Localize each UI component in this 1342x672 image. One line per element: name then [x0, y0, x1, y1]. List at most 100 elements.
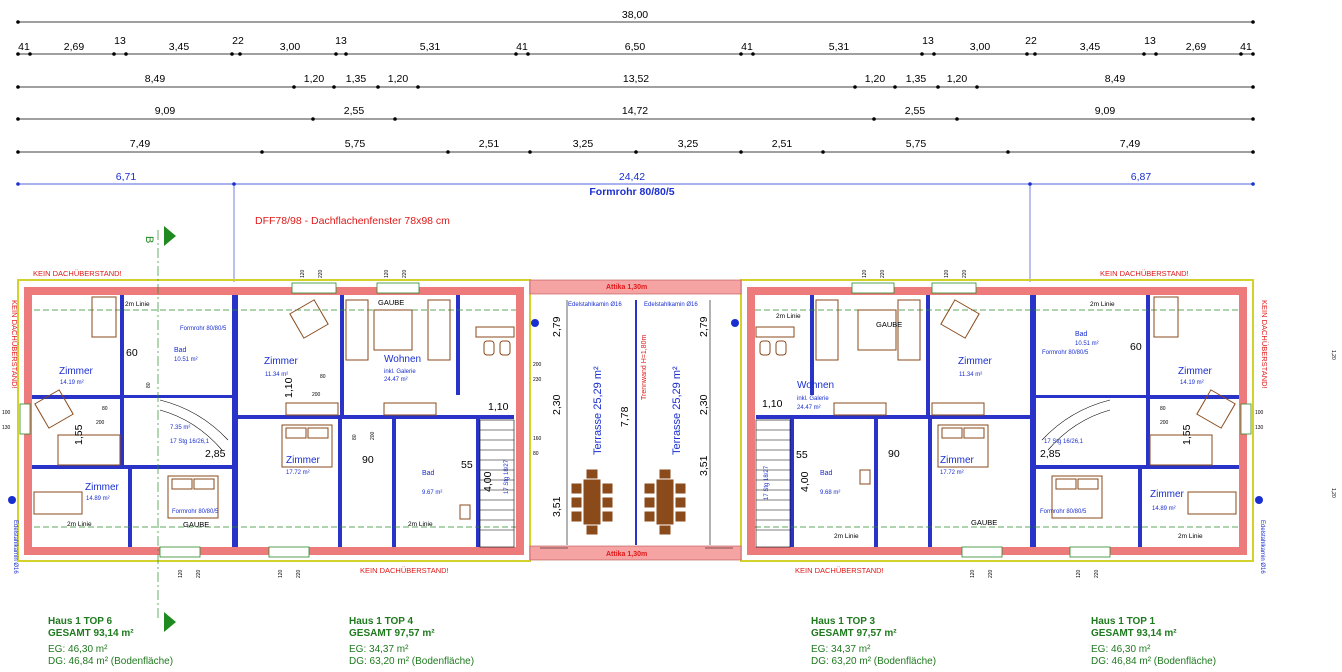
drawing-label: KEIN DACHÜBERSTAND! [1260, 300, 1269, 389]
drawing-label: 2,69 [1186, 41, 1207, 53]
drawing-label: 120 [384, 269, 390, 278]
drawing-label: 24,42 [619, 171, 645, 183]
unit-dg: DG: 46,84 m² (Bodenfläche) [1091, 656, 1217, 667]
terrace-labels: Terrasse 25,29 m² Terrasse 25,29 m² 2,79… [551, 316, 710, 517]
section-markers: B [143, 226, 176, 632]
interior-walls-right [756, 295, 1239, 547]
drawing-label: 55 [796, 449, 808, 461]
drawing-label: 200 [312, 392, 321, 398]
two-meter-lines [34, 230, 1239, 620]
drawing-label: GAUBE [183, 520, 209, 529]
drawing-label: 41 [1240, 41, 1252, 53]
chimney-left-icon [531, 319, 539, 327]
drawing-label: 1,20 [1330, 350, 1336, 360]
drawing-label: 24.47 m² [797, 405, 821, 411]
drawing-label: 2,30 [698, 394, 710, 415]
drawing-label: Zimmer [286, 455, 321, 466]
drawing-label: 17 Stg 16/26,1 [1044, 439, 1084, 445]
drawing-label: KEIN DACHÜBERSTAND! [33, 269, 122, 278]
drawing-label: 6,71 [116, 171, 137, 183]
drawing-label: Zimmer [958, 356, 993, 367]
drawing-label: Zimmer [1150, 489, 1185, 500]
drawing-label: 6,87 [1131, 171, 1152, 183]
drawing-label: 2,69 [64, 41, 85, 53]
drawing-label: 3,00 [280, 41, 301, 53]
drawing-label: 130 [1255, 425, 1264, 431]
drawing-label: 100 [1255, 410, 1264, 416]
drawing-label: 160 [533, 436, 542, 442]
drawing-label: 1,10 [762, 398, 783, 410]
windows [19, 282, 1252, 558]
interior-labels: GAUBE GAUBE GAUBE GAUBE 2m Linie 2m Lini… [67, 298, 1203, 540]
drawing-label: Trennwand H=1,80m [641, 335, 648, 400]
drawing-label: 3,51 [551, 496, 563, 517]
drawing-label: inkl. Galerie [797, 396, 829, 402]
drawing-label: 80 [102, 406, 108, 412]
unit-eg: EG: 34,37 m² [349, 644, 409, 655]
drawing-label: 130 [2, 425, 11, 431]
drawing-label: 2m Linie [834, 533, 859, 540]
drawing-label: 11.34 m² [959, 372, 982, 378]
drawing-label: 13 [114, 35, 126, 47]
drawing-label: 4,00 [482, 471, 494, 492]
drawing-label: inkl. Galerie [384, 369, 416, 375]
drawing-label: GAUBE [876, 320, 902, 329]
drawing-label: 5,31 [829, 41, 850, 53]
drawing-label: 13,52 [623, 73, 649, 85]
drawing-label: 3,00 [970, 41, 991, 53]
drawing-label: Edelstahlkamin Ø16 [644, 302, 698, 308]
unit-title: Haus 1 TOP 3 [811, 616, 876, 627]
drawing-label: 9,09 [155, 105, 176, 117]
drawing-label: 2,30 [551, 394, 563, 415]
drawing-label: 2m Linie [1090, 301, 1115, 308]
unit-total: GESAMT 97,57 m² [811, 628, 897, 639]
unit-eg: EG: 46,30 m² [1091, 644, 1151, 655]
chimney-far-left-icon [8, 496, 16, 504]
section-label-b: B [143, 236, 155, 243]
drawing-label: 90 [888, 448, 900, 460]
drawing-label: 3,51 [698, 455, 710, 476]
building-outlines [17, 279, 1254, 562]
drawing-label: 220 [402, 269, 408, 278]
drawing-label: Wohnen [797, 380, 834, 391]
drawing-label: 100 [2, 410, 11, 416]
drawing-label: 80 [146, 382, 152, 388]
drawing-label: 1,20 [947, 73, 968, 85]
drawing-label: 2m Linie [125, 301, 150, 308]
drawing-label: 17.72 m² [940, 470, 964, 476]
drawing-label: 220 [880, 269, 886, 278]
section-arrow-top [164, 226, 176, 246]
drawing-label: 1,20 [388, 73, 409, 85]
drawing-label: 41 [516, 41, 528, 53]
drawing-label: 24.47 m² [384, 377, 408, 383]
unit-eg: EG: 34,37 m² [811, 644, 871, 655]
drawing-label: 2,51 [479, 138, 500, 150]
drawing-label: 120 [970, 569, 976, 578]
drawing-label: Zimmer [940, 455, 975, 466]
unit-dg: DG: 63,20 m² (Bodenfläche) [349, 656, 475, 667]
drawing-label: KEIN DACHÜBERSTAND! [10, 300, 19, 389]
dimension-ticks [16, 20, 1255, 186]
drawing-label: KEIN DACHÜBERSTAND! [1100, 269, 1189, 278]
drawing-label: 8,49 [1105, 73, 1126, 85]
drawing-label: Bad [820, 470, 833, 477]
drawing-label: 9.67 m² [422, 490, 442, 496]
drawing-label: 2m Linie [776, 313, 801, 320]
drawing-label: 9,09 [1095, 105, 1116, 117]
formrohr-label: Formrohr 80/80/5 [589, 186, 674, 198]
section-arrow-bottom [164, 612, 176, 632]
drawing-label: 8,49 [145, 73, 166, 85]
drawing-label: 7,78 [619, 406, 631, 427]
terrace-elements [8, 300, 1263, 549]
drawing-label: Zimmer [85, 482, 120, 493]
chimney-right-icon [731, 319, 739, 327]
drawing-label: 220 [296, 569, 302, 578]
drawing-label: 3,25 [678, 138, 699, 150]
drawing-label: 17 Stg 18/27 [764, 465, 770, 500]
drawing-label: 22 [232, 35, 244, 47]
interior-walls-left [32, 295, 514, 547]
drawing-label: 230 [533, 377, 542, 383]
unit-title: Haus 1 TOP 1 [1091, 616, 1156, 627]
drawing-label: 200 [96, 420, 105, 426]
